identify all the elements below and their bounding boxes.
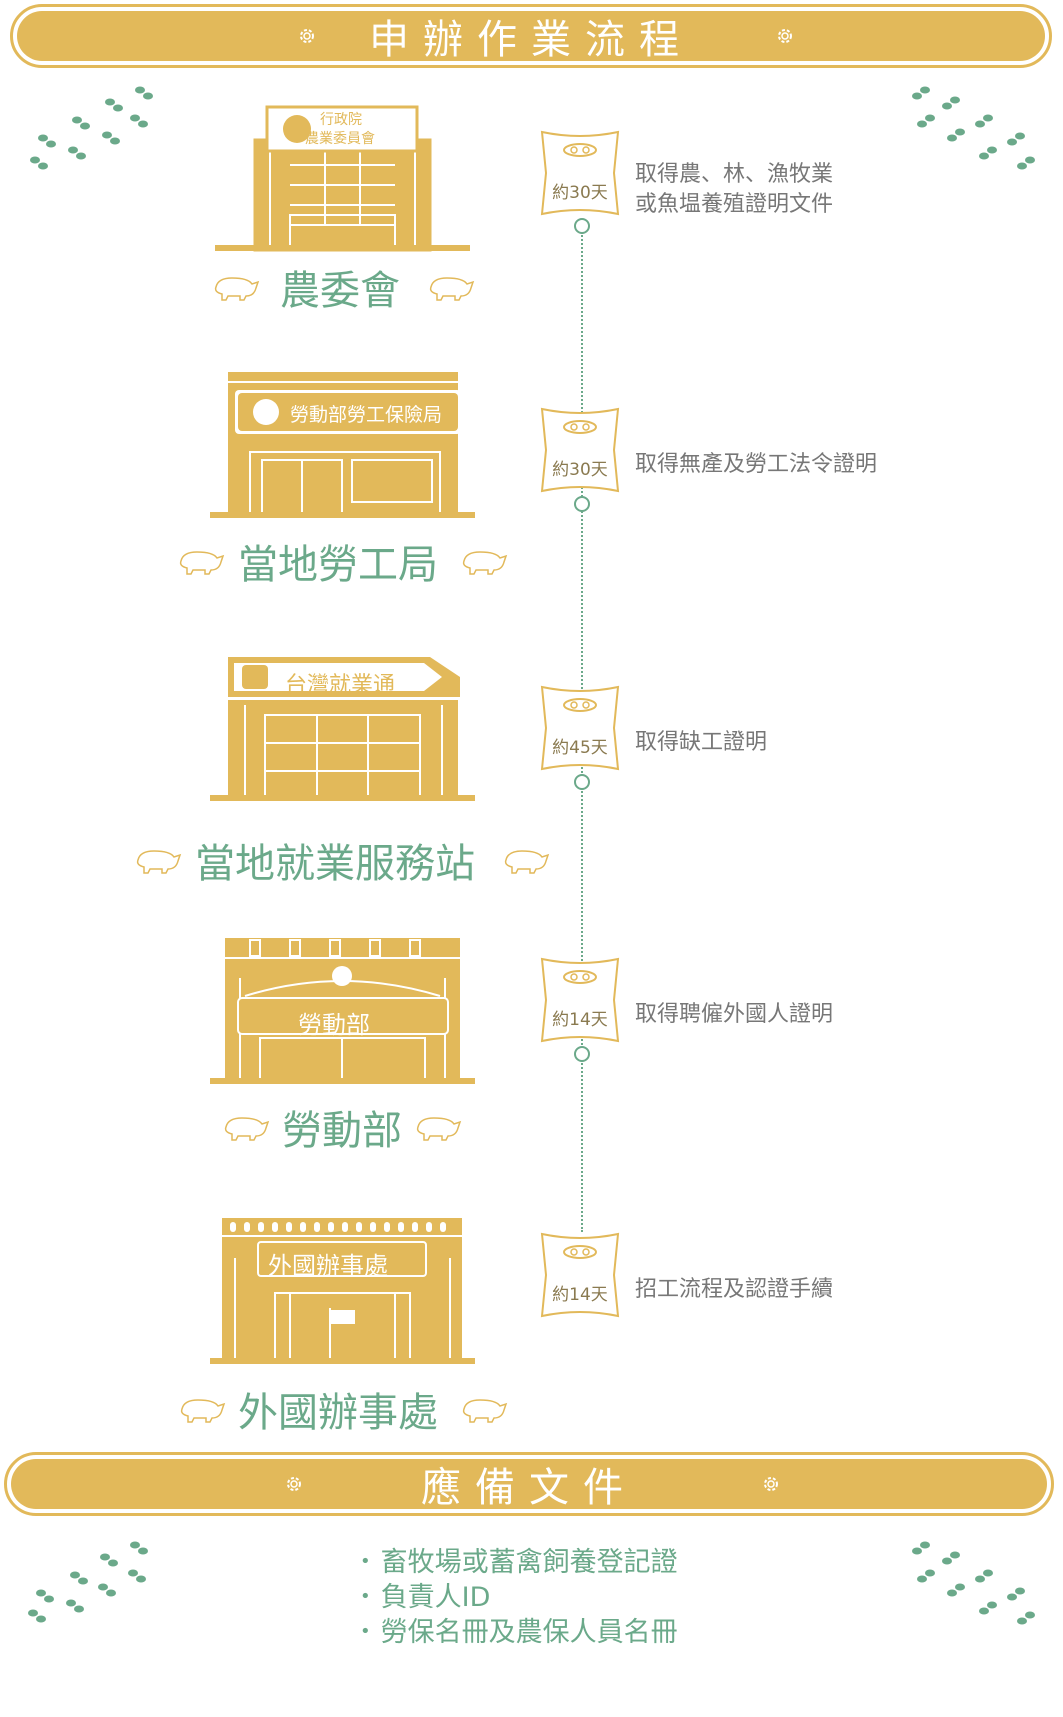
step-duration: 約14天: [552, 1010, 608, 1030]
gear-icon: [764, 1477, 778, 1491]
hoofprints-decoration: [912, 1541, 1035, 1625]
step-description-line2: 或魚塭養殖證明文件: [635, 192, 834, 217]
pig-icon: [462, 1399, 508, 1423]
coa-sign-line1: 行政院: [320, 112, 362, 128]
step-description-line1: 取得農、林、漁牧業: [635, 162, 834, 187]
timeline-node: [574, 496, 590, 512]
step-duration: 約45天: [552, 738, 608, 758]
document-item: 負責人ID: [360, 1575, 491, 1614]
pig-icon: [214, 277, 260, 301]
foreign-office-sign: 外國辦事處: [268, 1252, 388, 1280]
hoofprints-decoration: [30, 86, 153, 170]
step-duration: 約30天: [552, 183, 608, 203]
hoofprints-decoration: [912, 86, 1035, 170]
documents-header-banner: 應備文件: [4, 1452, 1054, 1516]
sack-icon: [540, 130, 620, 216]
pig-icon: [136, 850, 182, 874]
step-description-line1: 取得缺工證明: [635, 730, 768, 755]
timeline-node: [574, 774, 590, 790]
pig-icon: [179, 551, 225, 575]
sack-icon: [540, 407, 620, 493]
foreign-office-building-illustration: [210, 1218, 475, 1364]
ministry-sign: 勞動部: [298, 1011, 370, 1039]
step-place-name: 當地勞工局: [238, 542, 438, 588]
pig-icon: [224, 1117, 270, 1141]
gear-icon: [287, 1477, 301, 1491]
sack-icon: [540, 685, 620, 771]
step-place-name: 農委會: [280, 268, 400, 314]
pig-icon: [180, 1399, 226, 1423]
documents-title: 應備文件: [421, 1465, 637, 1511]
coa-building-illustration: [215, 105, 470, 252]
process-header-banner: 申辦作業流程: [10, 4, 1052, 68]
step-place-name: 當地就業服務站: [195, 841, 475, 887]
ministry-of-labor-building-illustration: [210, 938, 475, 1084]
labor-bureau-building-illustration: [210, 372, 475, 518]
step-place-name: 勞動部: [282, 1108, 402, 1154]
gear-icon: [300, 29, 314, 43]
step-description-line1: 取得聘僱外國人證明: [635, 1002, 834, 1027]
step-duration: 約30天: [552, 460, 608, 480]
pig-icon: [429, 277, 475, 301]
step-duration: 約14天: [552, 1285, 608, 1305]
timeline-node: [574, 1046, 590, 1062]
process-title: 申辦作業流程: [369, 17, 693, 63]
labor-bureau-sign: 勞動部勞工保險局: [290, 404, 443, 426]
taiwan-jobs-sign: 台灣就業通: [285, 673, 396, 698]
document-item: 勞保名冊及農保人員名冊: [360, 1610, 678, 1649]
step-place-name: 外國辦事處: [238, 1390, 438, 1436]
document-item: 畜牧場或蓄禽飼養登記證: [360, 1540, 678, 1579]
pig-icon: [504, 850, 550, 874]
timeline-node: [574, 218, 590, 234]
sack-icon: [540, 1232, 620, 1318]
sack-icon: [540, 957, 620, 1043]
gear-icon: [778, 29, 792, 43]
employment-station-building-illustration: [210, 657, 475, 801]
pig-icon: [462, 551, 508, 575]
coa-sign-line2: 農業委員會: [305, 131, 375, 147]
pig-icon: [416, 1117, 462, 1141]
hoofprints-decoration: [28, 1541, 148, 1623]
step-description-line1: 招工流程及認證手續: [635, 1277, 834, 1302]
step-description-line1: 取得無產及勞工法令證明: [635, 452, 878, 477]
